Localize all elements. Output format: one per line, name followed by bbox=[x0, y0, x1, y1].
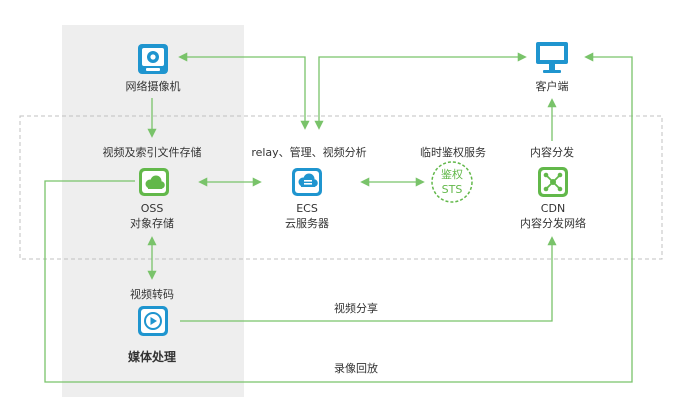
playback-label: 录像回放 bbox=[334, 362, 378, 375]
monitor-icon bbox=[536, 42, 568, 73]
cloud-boundary bbox=[19, 115, 663, 260]
cloud-storage-icon bbox=[139, 168, 169, 196]
edge-ecs-client bbox=[314, 52, 527, 130]
network-icon bbox=[538, 167, 568, 197]
video-share-label: 视频分享 bbox=[334, 302, 378, 315]
edge-playback bbox=[44, 52, 633, 383]
cdn-caption: 内容分发 bbox=[530, 146, 574, 159]
transcode-caption: 视频转码 bbox=[130, 288, 174, 301]
server-icon bbox=[292, 168, 322, 196]
camera-icon bbox=[138, 44, 168, 74]
ecs-name: ECS bbox=[296, 202, 318, 215]
edge-video-share bbox=[180, 236, 557, 322]
media-processing-icon bbox=[138, 306, 168, 336]
client-label: 客户端 bbox=[535, 80, 569, 93]
ecs-caption: relay、管理、视频分析 bbox=[251, 146, 367, 159]
camera-label: 网络摄像机 bbox=[125, 80, 181, 93]
oss-name: OSS bbox=[140, 202, 164, 215]
sts-badge-top: 鉴权 bbox=[441, 168, 463, 181]
sts-caption: 临时鉴权服务 bbox=[420, 146, 486, 159]
cdn-name: CDN bbox=[540, 202, 566, 215]
cdn-subname: 内容分发网络 bbox=[520, 217, 586, 230]
oss-caption: 视频及索引文件存储 bbox=[102, 146, 202, 159]
edge-camera-ecs bbox=[178, 52, 310, 130]
sts-badge-icon bbox=[431, 161, 473, 203]
media-processing-title: 媒体处理 bbox=[127, 350, 177, 364]
oss-subname: 对象存储 bbox=[130, 217, 174, 230]
ecs-subname: 云服务器 bbox=[285, 217, 329, 230]
sts-badge-bottom: STS bbox=[441, 183, 463, 196]
